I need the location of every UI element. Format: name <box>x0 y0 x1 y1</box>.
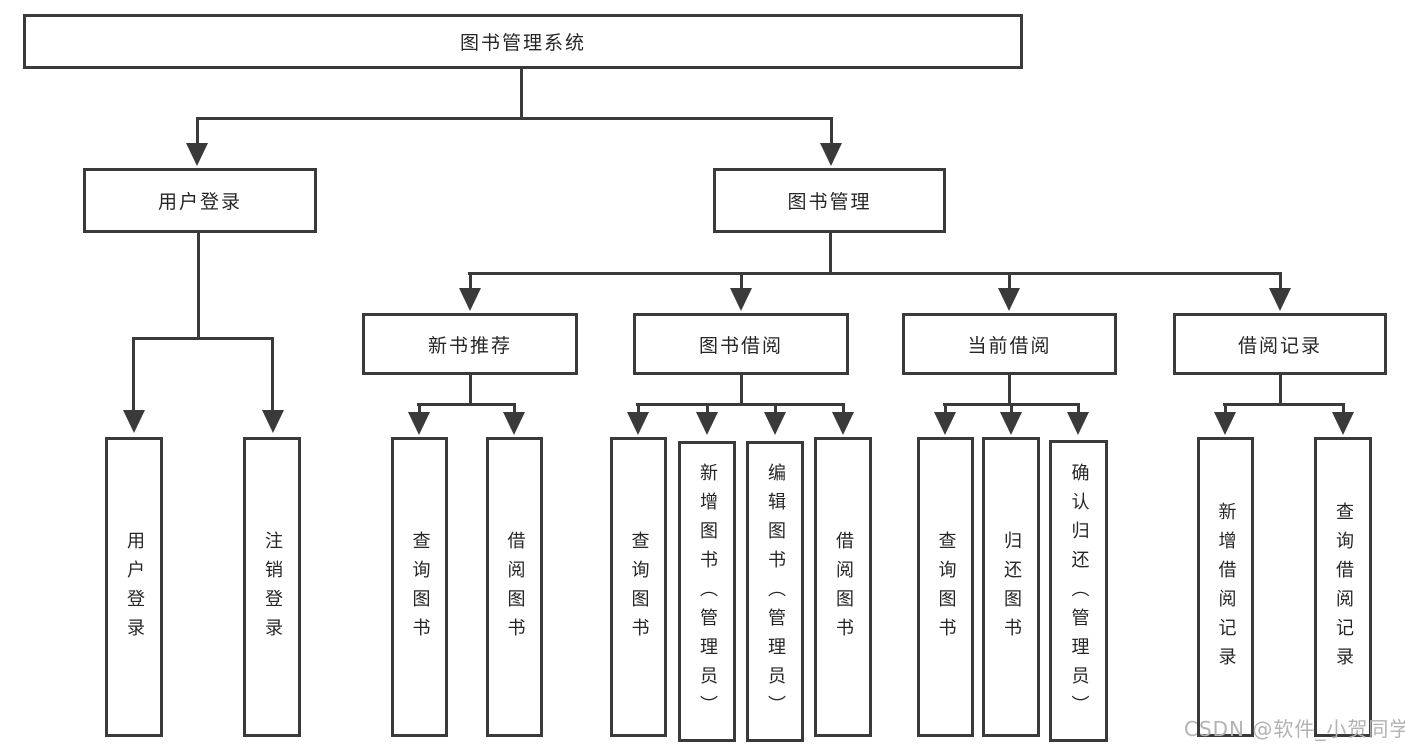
arrowhead <box>820 143 842 166</box>
connector-line <box>417 403 516 406</box>
connector-line <box>1279 272 1282 289</box>
arrowhead <box>186 143 208 166</box>
connector-line <box>740 375 743 406</box>
arrowhead <box>832 412 854 435</box>
leaf-query-books-current: 查询图书 <box>917 437 974 737</box>
node-user-login: 用户登录 <box>83 168 317 233</box>
connector-line <box>1342 403 1345 414</box>
connector-line <box>829 233 832 275</box>
leaf-logout: 注销登录 <box>243 437 301 737</box>
leaf-edit-book-admin: 编辑图书（管理员） <box>746 441 804 742</box>
connector-line <box>132 337 135 411</box>
connector-line <box>469 375 472 406</box>
connector-line <box>197 233 200 340</box>
arrowhead <box>1067 412 1089 435</box>
arrowhead <box>730 288 752 311</box>
arrowhead <box>262 410 284 433</box>
leaf-borrow-books-borrowing: 借阅图书 <box>814 437 872 737</box>
node-book-management: 图书管理 <box>713 168 946 233</box>
arrowhead <box>1214 412 1236 435</box>
connector-line <box>637 403 640 414</box>
connector-line <box>1010 403 1013 414</box>
connector-line <box>1008 272 1011 289</box>
arrowhead <box>503 412 525 435</box>
arrowhead <box>123 410 145 433</box>
connector-line <box>468 272 1282 275</box>
connector-line <box>842 403 845 414</box>
leaf-query-books-recommend: 查询图书 <box>391 437 448 737</box>
leaf-return-book: 归还图书 <box>982 437 1040 737</box>
connector-line <box>774 403 777 414</box>
arrowhead <box>1269 288 1291 311</box>
connector-line <box>1224 403 1227 414</box>
leaf-user-login: 用户登录 <box>105 437 163 737</box>
connector-line <box>1008 375 1011 406</box>
node-book-borrowing: 图书借阅 <box>633 313 849 375</box>
node-current-borrowing: 当前借阅 <box>902 313 1117 375</box>
connector-line <box>271 337 274 411</box>
leaf-add-borrow-record: 新增借阅记录 <box>1197 437 1254 737</box>
connector-line <box>944 403 947 414</box>
arrowhead <box>627 412 649 435</box>
leaf-confirm-return-admin: 确认归还（管理员） <box>1049 440 1108 742</box>
watermark: CSDN @软件_小贺同学 <box>1184 717 1405 741</box>
leaf-query-borrow-record: 查询借阅记录 <box>1314 437 1372 737</box>
connector-line <box>520 68 523 117</box>
connector-line <box>1223 403 1345 406</box>
connector-line <box>1077 403 1080 414</box>
connector-line <box>706 403 709 414</box>
arrowhead <box>459 288 481 311</box>
arrowhead <box>998 288 1020 311</box>
connector-line <box>196 117 199 145</box>
arrowhead <box>764 412 786 435</box>
connector-line <box>1279 375 1282 406</box>
leaf-add-book-admin: 新增图书（管理员） <box>678 441 736 742</box>
node-root: 图书管理系统 <box>23 14 1023 69</box>
node-new-book-recommendation: 新书推荐 <box>362 313 578 375</box>
arrowhead <box>934 412 956 435</box>
connector-line <box>513 403 516 414</box>
connector-line <box>132 337 274 340</box>
connector-line <box>418 403 421 414</box>
arrowhead <box>696 412 718 435</box>
connector-line <box>636 403 845 406</box>
arrowhead <box>1000 412 1022 435</box>
arrowhead <box>1332 412 1354 435</box>
connector-line <box>196 117 833 120</box>
leaf-query-books-borrowing: 查询图书 <box>610 437 667 737</box>
connector-line <box>830 117 833 145</box>
connector-line <box>740 272 743 289</box>
node-borrowing-records: 借阅记录 <box>1173 313 1387 375</box>
connector-line <box>469 272 472 289</box>
arrowhead <box>408 412 430 435</box>
leaf-borrow-books-recommend: 借阅图书 <box>486 437 543 737</box>
